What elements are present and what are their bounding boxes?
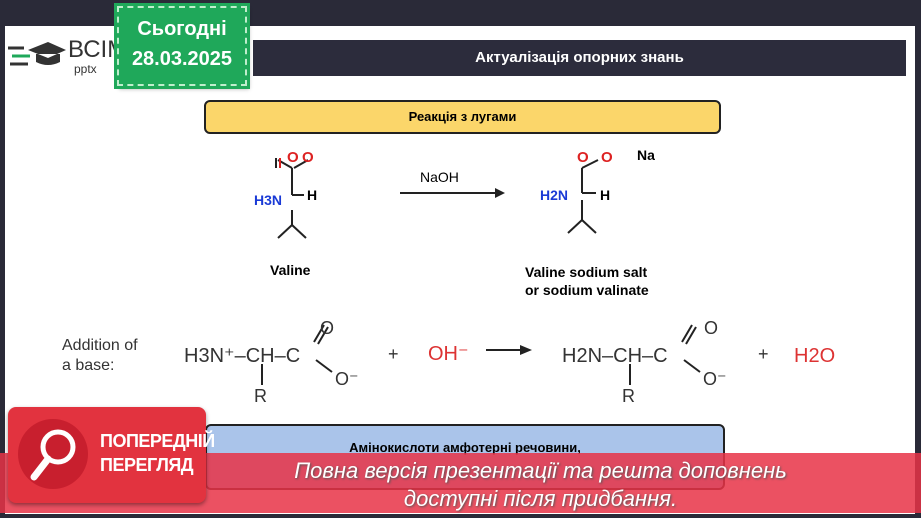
graduation-cap-icon — [8, 42, 66, 66]
reagent-label: NaOH — [420, 169, 459, 185]
reaction-diagram: O O H3N H NaOH Valine O O Na H2N H Valin… — [62, 147, 835, 406]
r-group: R — [622, 386, 635, 406]
oxygen: O — [601, 149, 613, 166]
hydroxide: OH⁻ — [428, 343, 469, 365]
hydrogen: H — [307, 187, 317, 203]
oxygen: O — [287, 149, 299, 166]
product-formula: H2N–CH–C — [562, 345, 668, 367]
logo-subtitle: pptx — [74, 62, 97, 76]
preview-line-2: ПЕРЕГЛЯД — [100, 455, 194, 475]
plus-sign: + — [758, 344, 769, 364]
reactant-formula: H3N⁺–CH–C — [184, 345, 300, 367]
base-label-1: Addition of — [62, 337, 138, 354]
sodium-ion: Na — [637, 147, 655, 163]
oxygen-minus: O⁻ — [703, 369, 727, 389]
product-name-1: Valine sodium salt — [525, 264, 647, 280]
oxygen: O — [577, 149, 589, 166]
oxygen-minus: O⁻ — [335, 369, 359, 389]
date-badge: Сьогодні 28.03.2025 — [114, 3, 250, 89]
date-label: Сьогодні — [137, 18, 227, 40]
page-title: Актуалізація опорних знань — [253, 40, 906, 76]
reactant-name: Valine — [270, 262, 311, 278]
magnifier-icon — [18, 419, 88, 489]
preview-badge[interactable]: ПОПЕРЕДНІЙ ПЕРЕГЛЯД — [8, 407, 215, 503]
banner-line-2: доступні після придбання. — [403, 486, 678, 511]
r-group: R — [254, 386, 267, 406]
ammonium: H3N — [254, 192, 282, 208]
base-label-2: a base: — [62, 357, 114, 374]
amine: H2N — [540, 187, 568, 203]
info-line: Амінокислоти амфотерні речовини, — [349, 440, 581, 455]
oxygen: O — [704, 318, 718, 338]
water: H2O — [794, 345, 835, 367]
banner-line-1: Повна версія презентації та решта доповн… — [294, 458, 787, 483]
oxygen: O — [302, 149, 314, 166]
product-name-2: or sodium valinate — [525, 282, 649, 298]
plus-sign: + — [388, 344, 399, 364]
date-value: 28.03.2025 — [131, 48, 233, 70]
hydrogen: H — [600, 187, 610, 203]
preview-line-1: ПОПЕРЕДНІЙ — [100, 431, 215, 451]
section-title: Реакція з лугами — [204, 100, 721, 134]
oxygen: O — [320, 318, 334, 338]
